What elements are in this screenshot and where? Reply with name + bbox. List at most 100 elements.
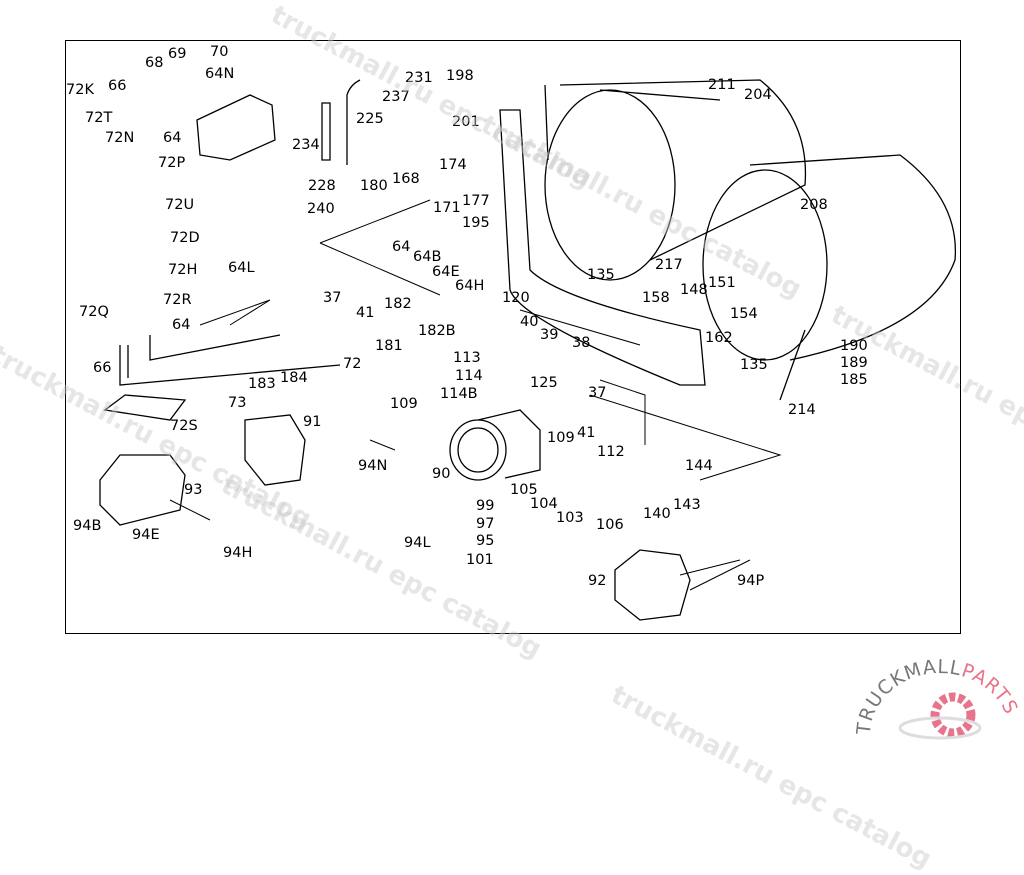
part-label: 40 xyxy=(520,314,539,330)
part-label: 92 xyxy=(588,573,607,589)
part-label: 177 xyxy=(462,193,490,209)
part-label: 101 xyxy=(466,552,494,568)
part-label: 225 xyxy=(356,111,384,127)
valve-92 xyxy=(614,549,691,621)
part-label: 72S xyxy=(170,418,198,434)
part-label: 94B xyxy=(73,518,102,534)
part-label: 106 xyxy=(596,517,624,533)
part-label: 217 xyxy=(655,257,683,273)
part-label: 114 xyxy=(455,368,483,384)
part-label: 64H xyxy=(455,278,485,294)
part-label: 114B xyxy=(440,386,478,402)
part-label: 140 xyxy=(643,506,671,522)
part-label: 171 xyxy=(433,200,461,216)
part-label: 64 xyxy=(172,317,191,333)
part-label: 90 xyxy=(432,466,451,482)
part-label: 72K xyxy=(66,82,94,98)
part-label: 41 xyxy=(356,305,375,321)
part-label: 94H xyxy=(223,545,253,561)
part-label: 211 xyxy=(708,77,736,93)
part-label: 135 xyxy=(740,357,768,373)
part-label: 64B xyxy=(413,249,442,265)
part-label: 104 xyxy=(530,496,558,512)
part-label: 158 xyxy=(642,290,670,306)
part-label: 94L xyxy=(404,535,431,551)
part-label: 73 xyxy=(228,395,247,411)
part-label: 182 xyxy=(384,296,412,312)
part-label: 198 xyxy=(446,68,474,84)
part-label: 109 xyxy=(547,430,575,446)
part-label: 94N xyxy=(358,458,388,474)
part-label: 182B xyxy=(418,323,456,339)
part-label: 66 xyxy=(93,360,112,376)
part-label: 204 xyxy=(744,87,772,103)
part-label: 72Q xyxy=(79,304,109,320)
part-label: 68 xyxy=(145,55,164,71)
part-label: 99 xyxy=(476,498,495,514)
part-label: 148 xyxy=(680,282,708,298)
part-label: 125 xyxy=(530,375,558,391)
part-label: 37 xyxy=(323,290,342,306)
part-label: 234 xyxy=(292,137,320,153)
tube-234 xyxy=(321,102,331,161)
part-label: 240 xyxy=(307,201,335,217)
part-label: 112 xyxy=(597,444,625,460)
tank-strap xyxy=(544,84,721,161)
part-label: 105 xyxy=(510,482,538,498)
tank-bracket xyxy=(499,109,706,386)
part-label: 168 xyxy=(392,171,420,187)
part-label: 231 xyxy=(405,70,433,86)
part-label: 103 xyxy=(556,510,584,526)
diagram-frame xyxy=(65,40,961,634)
part-label: 144 xyxy=(685,458,713,474)
part-label: 66 xyxy=(108,78,127,94)
part-label: 120 xyxy=(502,290,530,306)
part-label: 64N xyxy=(205,66,235,82)
tube-225 xyxy=(346,79,361,165)
part-label: 37 xyxy=(588,385,607,401)
part-label: 151 xyxy=(708,275,736,291)
part-label: 228 xyxy=(308,178,336,194)
part-label: 72U xyxy=(165,197,195,213)
part-label: 190 xyxy=(840,338,868,354)
part-label: 97 xyxy=(476,516,495,532)
part-label: 237 xyxy=(382,89,410,105)
part-label: 174 xyxy=(439,157,467,173)
part-label: 70 xyxy=(210,44,229,60)
part-label: 201 xyxy=(452,114,480,130)
part-label: 94P xyxy=(737,573,765,589)
parts-drawing xyxy=(99,79,957,621)
part-label: 72D xyxy=(170,230,200,246)
part-label: 93 xyxy=(184,482,203,498)
part-label: 181 xyxy=(375,338,403,354)
part-label: 214 xyxy=(788,402,816,418)
part-label: 38 xyxy=(572,335,591,351)
air-tank-rear xyxy=(544,79,807,281)
valve-90 xyxy=(449,409,541,481)
part-label: 135 xyxy=(587,267,615,283)
plate-72S xyxy=(103,394,187,421)
part-label: 195 xyxy=(462,215,490,231)
part-label: 109 xyxy=(390,396,418,412)
truckmallparts-logo: TRUCKMALLPARTS xyxy=(855,656,1020,740)
air-tank-front xyxy=(702,154,957,361)
part-label: 208 xyxy=(800,197,828,213)
part-label: 72T xyxy=(85,110,113,126)
leader-lines xyxy=(169,199,782,591)
part-label: 72P xyxy=(158,155,186,171)
part-label: 180 xyxy=(360,178,388,194)
part-label: 184 xyxy=(280,370,308,386)
part-label: 64L xyxy=(228,260,255,276)
part-label: 143 xyxy=(673,497,701,513)
part-label: 162 xyxy=(705,330,733,346)
part-label: 72H xyxy=(168,262,198,278)
part-label: 72N xyxy=(105,130,135,146)
part-label: 94E xyxy=(132,527,160,543)
part-label: 185 xyxy=(840,372,868,388)
part-label: 183 xyxy=(248,376,276,392)
part-label: 72 xyxy=(343,356,362,372)
valve-91 xyxy=(244,414,306,486)
part-label: 91 xyxy=(303,414,322,430)
rod-214 xyxy=(779,329,806,401)
part-label: 69 xyxy=(168,46,187,62)
